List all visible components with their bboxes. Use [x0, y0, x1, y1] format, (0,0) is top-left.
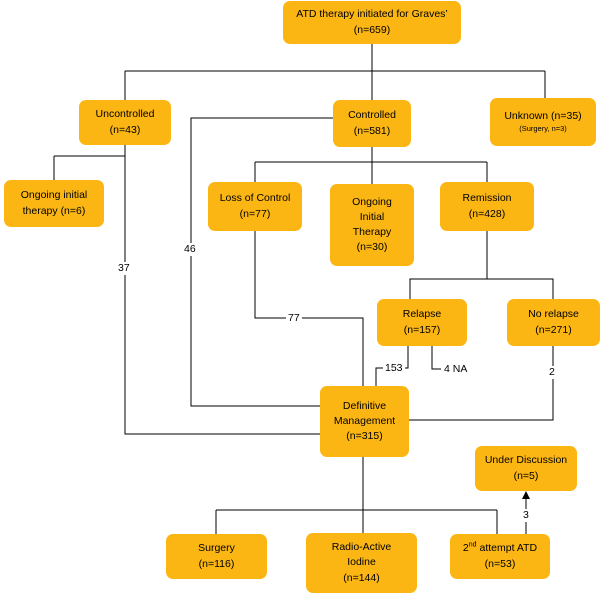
radioactive-iodine-node: Radio-Active Iodine (n=144): [306, 533, 417, 593]
connector-relapse-na: [431, 346, 441, 370]
connector-uncontrolled-split: [53, 145, 320, 435]
under-discussion-count: (n=5): [513, 469, 539, 482]
root-node: ATD therapy initiated for Graves’ (n=659…: [283, 1, 461, 44]
remission-node: Remission (n=428): [440, 182, 534, 231]
ongoing-initial-controlled-count: (n=30): [356, 241, 388, 254]
edge-label-norelapse-to-definitive: 2: [547, 366, 557, 379]
unknown-note: (Surgery, n=3): [519, 124, 567, 134]
unknown-title: Unknown (n=35): [504, 110, 582, 123]
second-attempt-count: (n=53): [484, 557, 516, 570]
second-attempt-sup: nd: [468, 541, 477, 549]
loss-of-control-node: Loss of Control (n=77): [208, 182, 302, 231]
uncontrolled-count: (n=43): [109, 123, 141, 136]
second-attempt-prefix: 2: [462, 542, 469, 555]
definitive-line1: Definitive: [342, 399, 387, 412]
uncontrolled-title: Uncontrolled: [95, 108, 155, 121]
relapse-title: Relapse: [402, 308, 442, 321]
remission-count: (n=428): [468, 207, 506, 220]
uncontrolled-node: Uncontrolled (n=43): [79, 100, 171, 145]
under-discussion-title: Under Discussion: [484, 454, 568, 467]
relapse-node: Relapse (n=157): [377, 299, 467, 346]
connector-controlled-to-definitive: [190, 117, 333, 407]
ongoing-initial-therapy-uncontrolled-node: Ongoing initial therapy (n=6): [4, 180, 104, 227]
edge-label-uncontrolled-to-definitive: 37: [116, 262, 132, 275]
no-relapse-title: No relapse: [528, 308, 579, 321]
root-count: (n=659): [353, 23, 391, 36]
edge-label-second-to-under: 3: [521, 509, 531, 522]
definitive-count: (n=315): [346, 430, 383, 443]
unknown-node: Unknown (n=35) (Surgery, n=3): [490, 98, 596, 146]
connector-definitive-split: [215, 457, 498, 534]
edge-label-controlled-to-definitive: 46: [182, 243, 198, 256]
radioactive-line2: Iodine: [347, 556, 376, 569]
edge-label-loss-to-definitive: 77: [286, 312, 302, 325]
ongoing-initial-controlled-line1: Ongoing: [352, 195, 392, 208]
connector-root-split: [124, 44, 546, 100]
ongoing-initial-controlled-line2: Initial: [359, 210, 385, 223]
root-title: ATD therapy initiated for Graves’: [296, 8, 448, 21]
ongoing-initial-controlled-line3: Therapy: [352, 226, 392, 238]
loss-of-control-title: Loss of Control: [219, 192, 291, 205]
no-relapse-node: No relapse (n=271): [507, 299, 600, 346]
connector-loss-to-definitive: [254, 231, 364, 386]
loss-of-control-count: (n=77): [239, 207, 271, 220]
ongoing-initial-uncontrolled-count: therapy (n=6): [22, 204, 86, 217]
edge-label-relapse-to-definitive: 153: [383, 362, 405, 375]
connector-norelapse-to-definitive: [409, 346, 554, 421]
second-attempt-atd-node: 2nd attempt ATD (n=53): [450, 534, 550, 579]
surgery-title: Surgery: [198, 542, 235, 555]
radioactive-count: (n=144): [343, 571, 380, 584]
edge-label-relapse-na: 4 NA: [442, 363, 470, 376]
connector-controlled-split: [254, 147, 488, 184]
controlled-node: Controlled (n=581): [333, 100, 411, 147]
surgery-node: Surgery (n=116): [166, 534, 267, 579]
controlled-title: Controlled: [348, 109, 396, 122]
controlled-count: (n=581): [353, 124, 391, 137]
relapse-count: (n=157): [403, 323, 441, 336]
radioactive-line1: Radio-Active: [331, 541, 392, 554]
definitive-management-node: Definitive Management (n=315): [320, 386, 409, 457]
no-relapse-count: (n=271): [535, 323, 572, 336]
ongoing-initial-therapy-controlled-node: Ongoing Initial Therapy (n=30): [330, 184, 414, 266]
under-discussion-node: Under Discussion (n=5): [475, 446, 577, 491]
surgery-count: (n=116): [198, 557, 235, 570]
remission-title: Remission: [462, 192, 512, 205]
connector-remission-split: [409, 231, 554, 299]
second-attempt-suffix: attempt ATD: [476, 542, 538, 555]
definitive-line2: Management: [333, 414, 396, 427]
second-attempt-title: 2nd attempt ATD: [463, 541, 537, 556]
ongoing-initial-uncontrolled-title: Ongoing initial: [20, 189, 88, 202]
arrowhead: [522, 491, 530, 499]
